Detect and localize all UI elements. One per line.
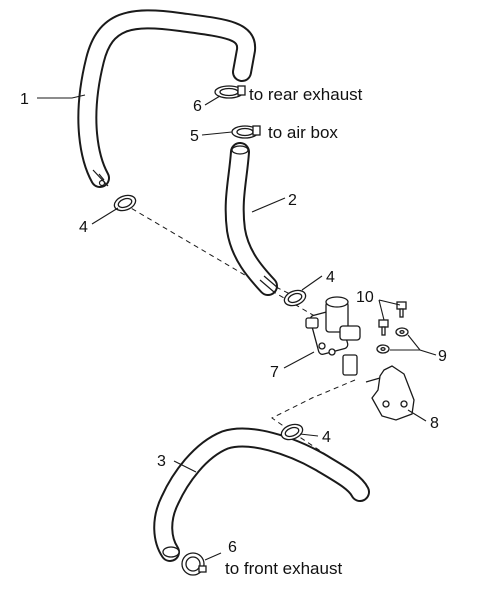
callout-6-rear: 6 xyxy=(193,98,202,115)
washers-9 xyxy=(376,327,409,354)
clamp-4-middle xyxy=(283,289,307,307)
callout-2: 2 xyxy=(288,192,297,209)
hose-3 xyxy=(153,427,370,562)
callout-9: 9 xyxy=(438,348,447,365)
guide-line-valve-hose3 xyxy=(271,379,356,469)
callout-3: 3 xyxy=(157,453,166,470)
clamp-4-upper xyxy=(113,194,137,212)
clamp-5 xyxy=(231,125,261,139)
hose-2 xyxy=(224,142,279,296)
clamp-6-rear xyxy=(214,85,246,99)
leader-lines xyxy=(37,94,437,561)
annotation-rear-exhaust: to rear exhaust xyxy=(249,85,363,104)
bracket-8 xyxy=(365,365,415,421)
callout-4-middle: 4 xyxy=(326,269,335,286)
annotation-air-box: to air box xyxy=(268,123,338,142)
assembly-guide-lines xyxy=(123,203,356,469)
callout-10: 10 xyxy=(356,289,374,306)
guide-line-hose1-valve xyxy=(123,203,319,319)
callout-4-lower: 4 xyxy=(322,429,331,446)
callout-4-upper: 4 xyxy=(79,219,88,236)
callout-6-front: 6 xyxy=(228,539,237,556)
clamp-4-lower xyxy=(280,423,304,441)
annotation-front-exhaust: to front exhaust xyxy=(225,559,342,578)
callout-1: 1 xyxy=(20,91,29,108)
valve-7 xyxy=(305,296,361,376)
callout-7: 7 xyxy=(270,364,279,381)
hose-1 xyxy=(77,9,257,188)
callout-5: 5 xyxy=(190,128,199,145)
clamp-6-front xyxy=(181,552,207,576)
callout-8: 8 xyxy=(430,415,439,432)
